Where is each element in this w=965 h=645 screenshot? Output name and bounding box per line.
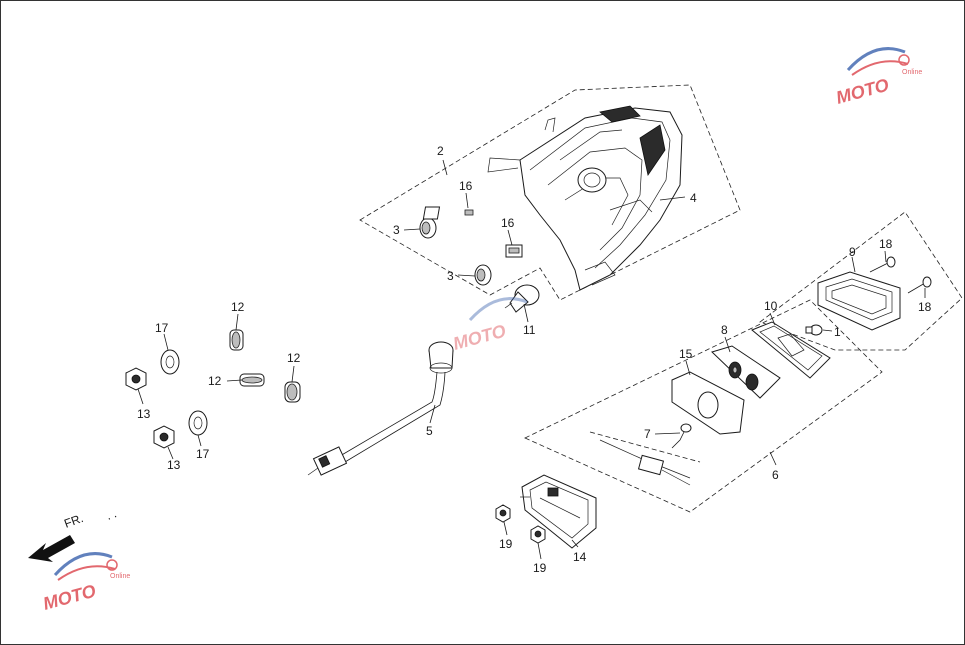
callout-18-upper: 18 bbox=[879, 237, 893, 251]
callout-6: 6 bbox=[772, 468, 779, 482]
callout-19-upper: 19 bbox=[499, 537, 513, 551]
callout-5: 5 bbox=[426, 424, 433, 438]
leader-lines bbox=[137, 159, 926, 560]
direction-dots: . . bbox=[104, 506, 118, 523]
license-light-housing bbox=[520, 474, 597, 549]
callout-labels: 2 3 3 4 16 16 11 12 12 12 17 13 17 13 5 … bbox=[137, 144, 932, 575]
callout-1: 1 bbox=[834, 325, 841, 339]
callout-16-lower: 16 bbox=[501, 216, 515, 230]
rubber-cushion-middle bbox=[239, 373, 265, 387]
watermark-logo-middle: MOTO bbox=[451, 297, 528, 354]
callout-8: 8 bbox=[721, 323, 728, 337]
callout-12-right: 12 bbox=[287, 351, 301, 365]
washer-upper bbox=[160, 349, 180, 375]
callout-3-lower: 3 bbox=[447, 269, 454, 283]
flange-nut-upper bbox=[495, 504, 511, 523]
callout-13-lower: 13 bbox=[167, 458, 181, 472]
license-light-socket-plate bbox=[711, 345, 781, 399]
callout-14: 14 bbox=[573, 550, 587, 564]
callout-12-upper: 12 bbox=[231, 300, 245, 314]
front-direction-arrow: FR. . . bbox=[28, 506, 118, 562]
callout-3-upper: 3 bbox=[393, 223, 400, 237]
clip-lower bbox=[505, 244, 523, 258]
watermark-subtext-top: Online bbox=[902, 69, 922, 76]
callout-16-upper: 16 bbox=[459, 179, 473, 193]
watermark-subtext-bottom: Online bbox=[110, 573, 130, 580]
washer-lower bbox=[188, 410, 208, 436]
license-bracket-group-outline bbox=[759, 211, 963, 351]
tail-light-assembly-group-outline bbox=[359, 84, 741, 301]
clip-upper bbox=[422, 206, 474, 220]
license-light-bulb bbox=[805, 324, 823, 336]
callout-15: 15 bbox=[679, 347, 693, 361]
rubber-cushion-right bbox=[284, 381, 301, 403]
bolt-lower bbox=[907, 276, 932, 294]
license-light-lens bbox=[751, 321, 831, 379]
tail-light-bulb bbox=[504, 284, 540, 313]
rubber-cushion-upper bbox=[229, 329, 244, 351]
license-bracket bbox=[817, 271, 901, 331]
tail-light-housing bbox=[487, 105, 683, 291]
bolt-upper bbox=[869, 256, 896, 273]
callout-7: 7 bbox=[644, 427, 651, 441]
callout-4: 4 bbox=[690, 191, 697, 205]
callout-2: 2 bbox=[437, 144, 444, 158]
front-direction-label: FR. bbox=[62, 511, 85, 531]
wire-harness-socket bbox=[307, 341, 454, 476]
socket-grommet-upper bbox=[419, 217, 437, 239]
callout-9: 9 bbox=[849, 245, 856, 259]
license-light-gasket bbox=[671, 371, 745, 435]
callout-19-lower: 19 bbox=[533, 561, 547, 575]
callout-10: 10 bbox=[764, 299, 778, 313]
callout-17-upper: 17 bbox=[155, 321, 169, 335]
nut-upper bbox=[125, 367, 147, 391]
callout-18-lower: 18 bbox=[918, 300, 932, 314]
callout-11: 11 bbox=[523, 323, 536, 337]
callout-17-lower: 17 bbox=[196, 447, 210, 461]
nut-lower bbox=[153, 425, 175, 449]
flange-nut-lower bbox=[530, 525, 546, 544]
callout-12-middle: 12 bbox=[208, 374, 222, 388]
license-light-wire bbox=[589, 423, 701, 486]
license-light-group-outline bbox=[524, 299, 883, 513]
callout-13-upper: 13 bbox=[137, 407, 151, 421]
socket-grommet-lower bbox=[474, 264, 492, 286]
